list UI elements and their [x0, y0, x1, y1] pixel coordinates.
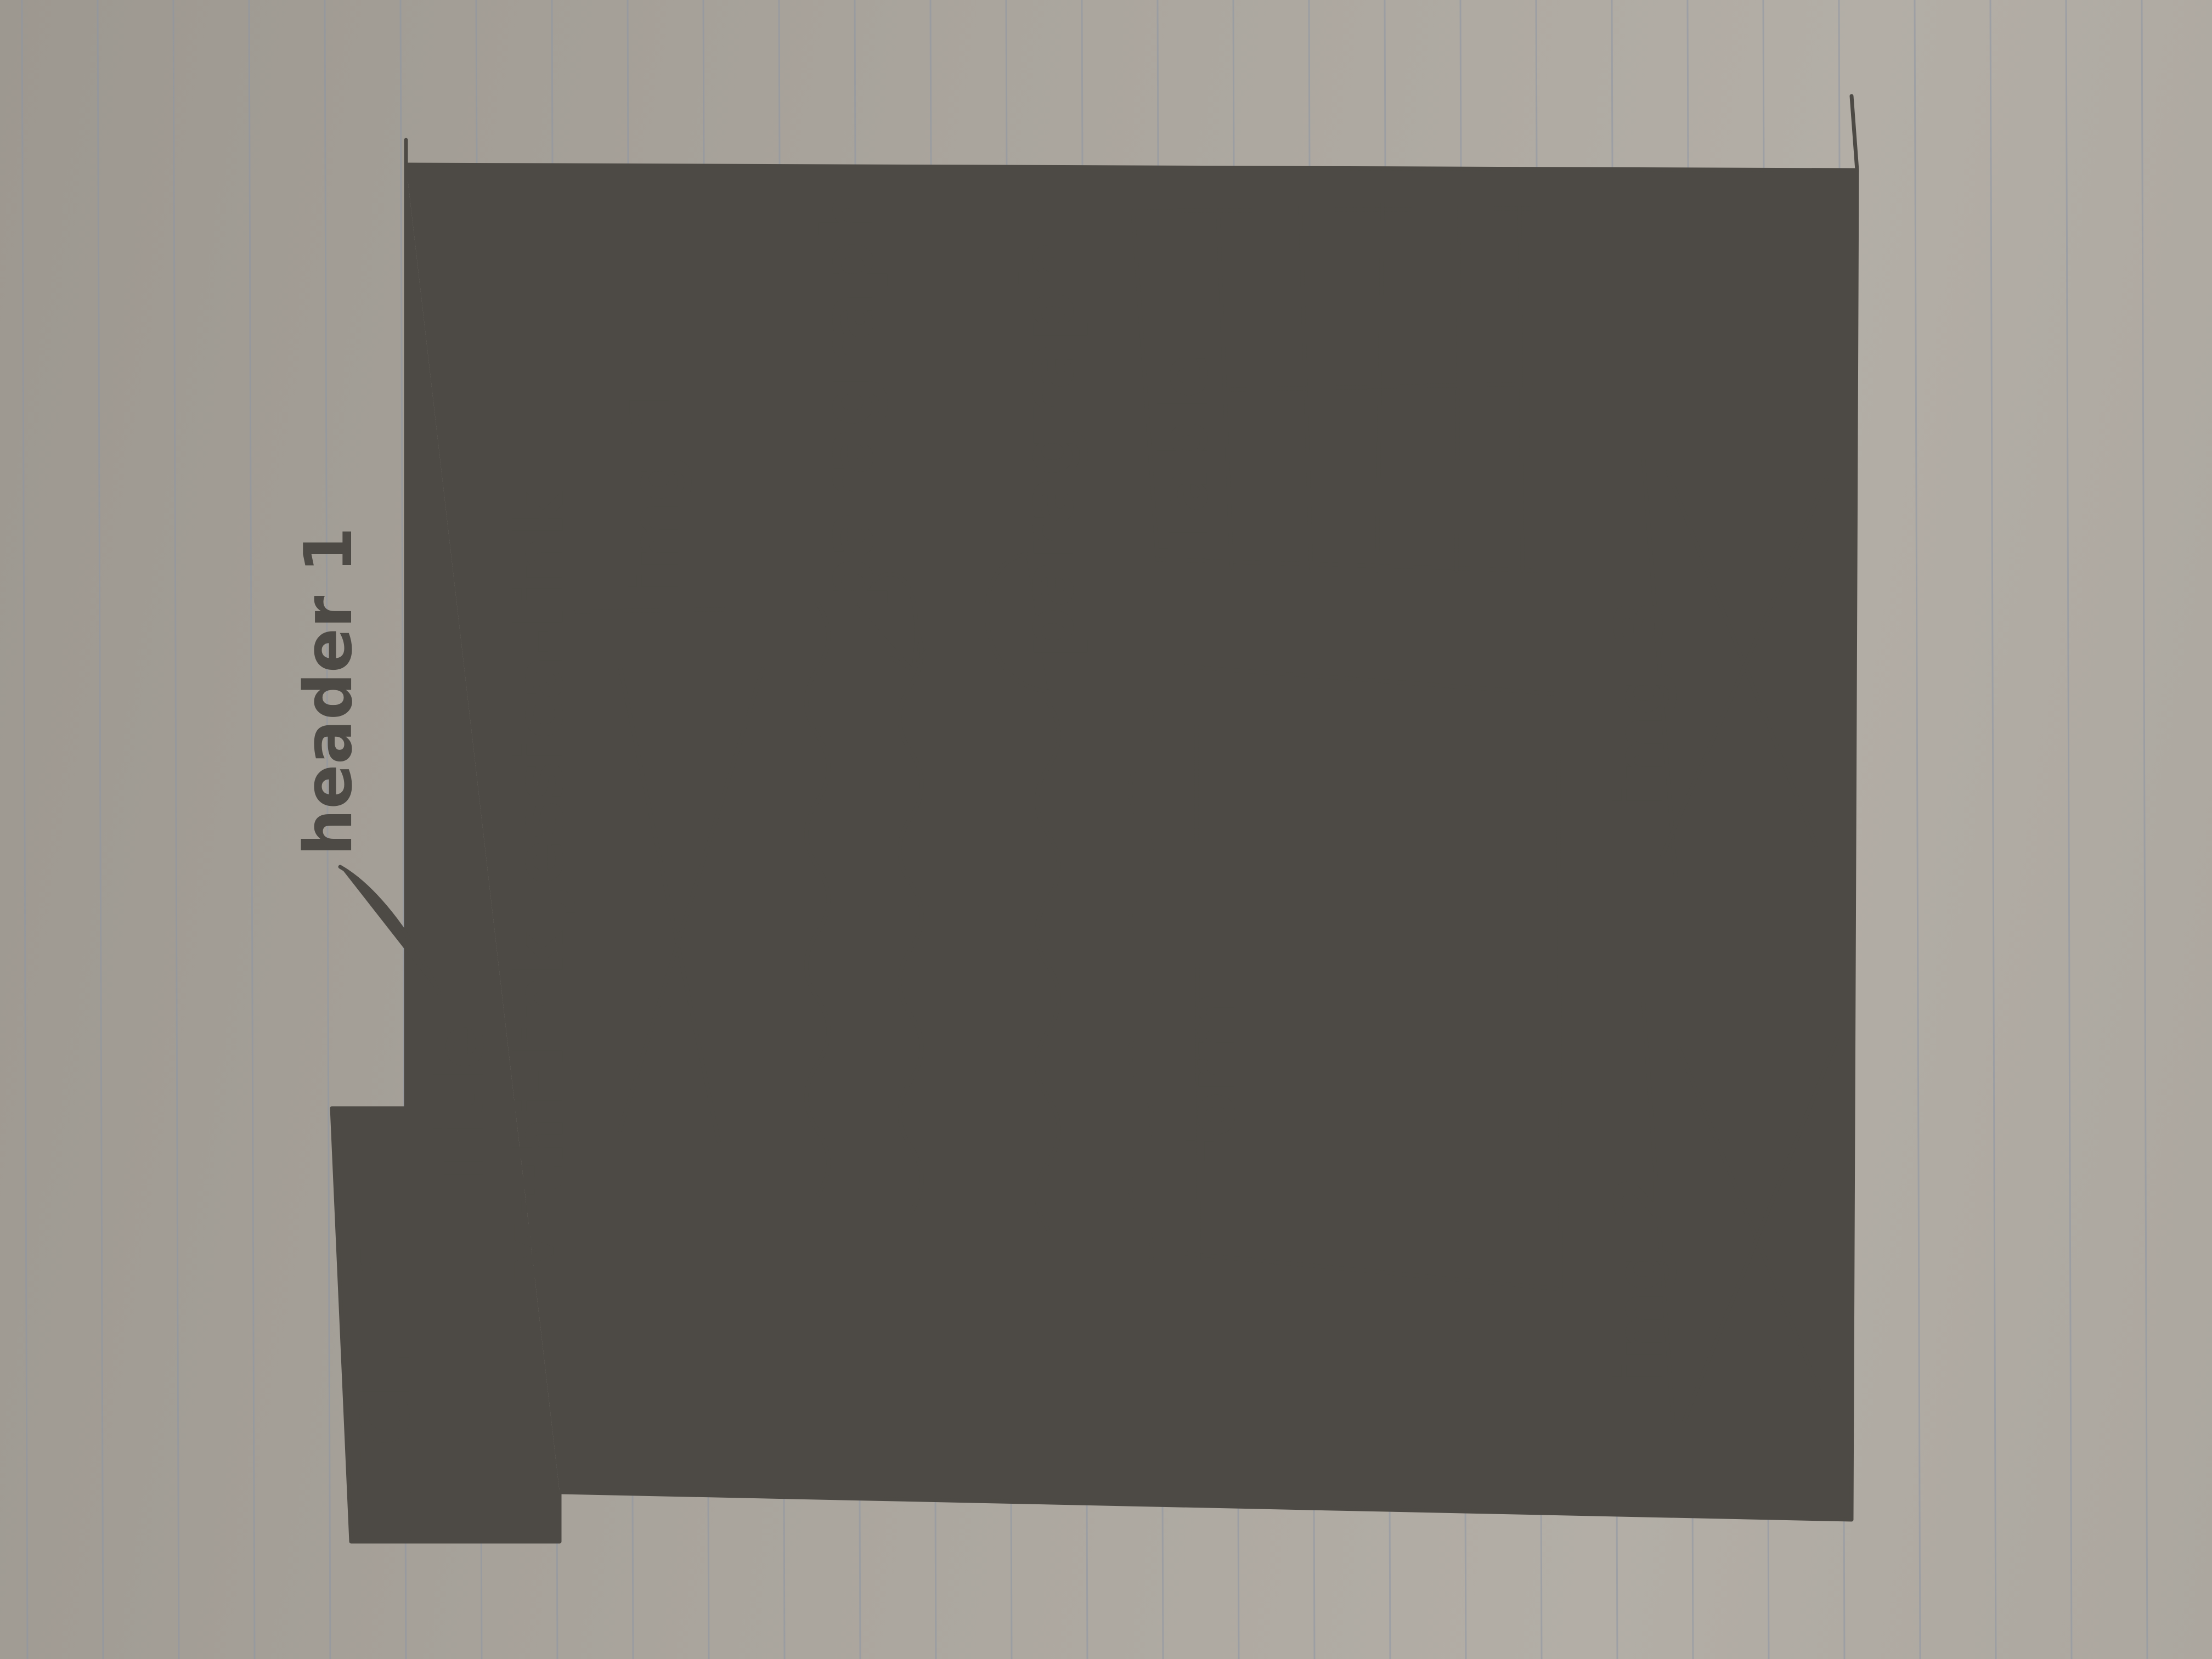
header-pointer [338, 865, 441, 995]
table-label: Table [1147, 353, 1223, 549]
img3-left-tick [1641, 453, 1678, 883]
paragraph1-squiggle-b [898, 618, 924, 1215]
table-header-divider [1216, 209, 1234, 570]
img2-box [1613, 991, 1848, 1423]
paragraph2-label: paragraph [1006, 240, 1090, 658]
table-right-ticks [1517, 204, 1525, 573]
form-top-tick [1194, 662, 1201, 1261]
img1-label: img 1 [617, 386, 693, 592]
img3-cross-a [1666, 470, 1818, 847]
links-label: Mithi-link Jessica-link [502, 490, 578, 1284]
tab-label: ICE - 1 [348, 1233, 425, 1470]
img2-cross-b [1682, 1035, 1840, 1423]
paragraph2-bracket [985, 552, 1050, 693]
form-box [1183, 664, 1563, 1291]
paragraph2-squiggle-b [1128, 689, 1154, 1286]
img2-label: img 2 [1602, 1176, 1678, 1383]
img1-cross-b [618, 667, 765, 1132]
paragraph1-arrow [854, 572, 929, 672]
page-frame-right-tick [1849, 94, 1859, 172]
tab-checkbox-cross-b [365, 1490, 411, 1533]
paragraph1-squiggle-a [804, 601, 831, 1198]
paragraph1-label: paragraph [806, 190, 889, 609]
img1-box-top-extension [574, 607, 743, 614]
header-bar [330, 162, 562, 1544]
form-label: Form [1174, 991, 1250, 1180]
img2-left-tick [1641, 996, 1675, 1426]
img3-label: img 3 [1602, 600, 1678, 806]
img1-cross-a [618, 664, 721, 1143]
img1-box [574, 610, 765, 1248]
table-col-line-3 [1454, 204, 1462, 573]
img2-cross-a [1677, 1046, 1824, 1398]
title-label: Title [422, 1024, 499, 1190]
paragraph2-squiggle-a [1035, 700, 1061, 1231]
header-annotation-label: header 1 [291, 527, 367, 856]
img3-cross-b [1660, 475, 1829, 858]
table-row-line [1229, 382, 1533, 392]
